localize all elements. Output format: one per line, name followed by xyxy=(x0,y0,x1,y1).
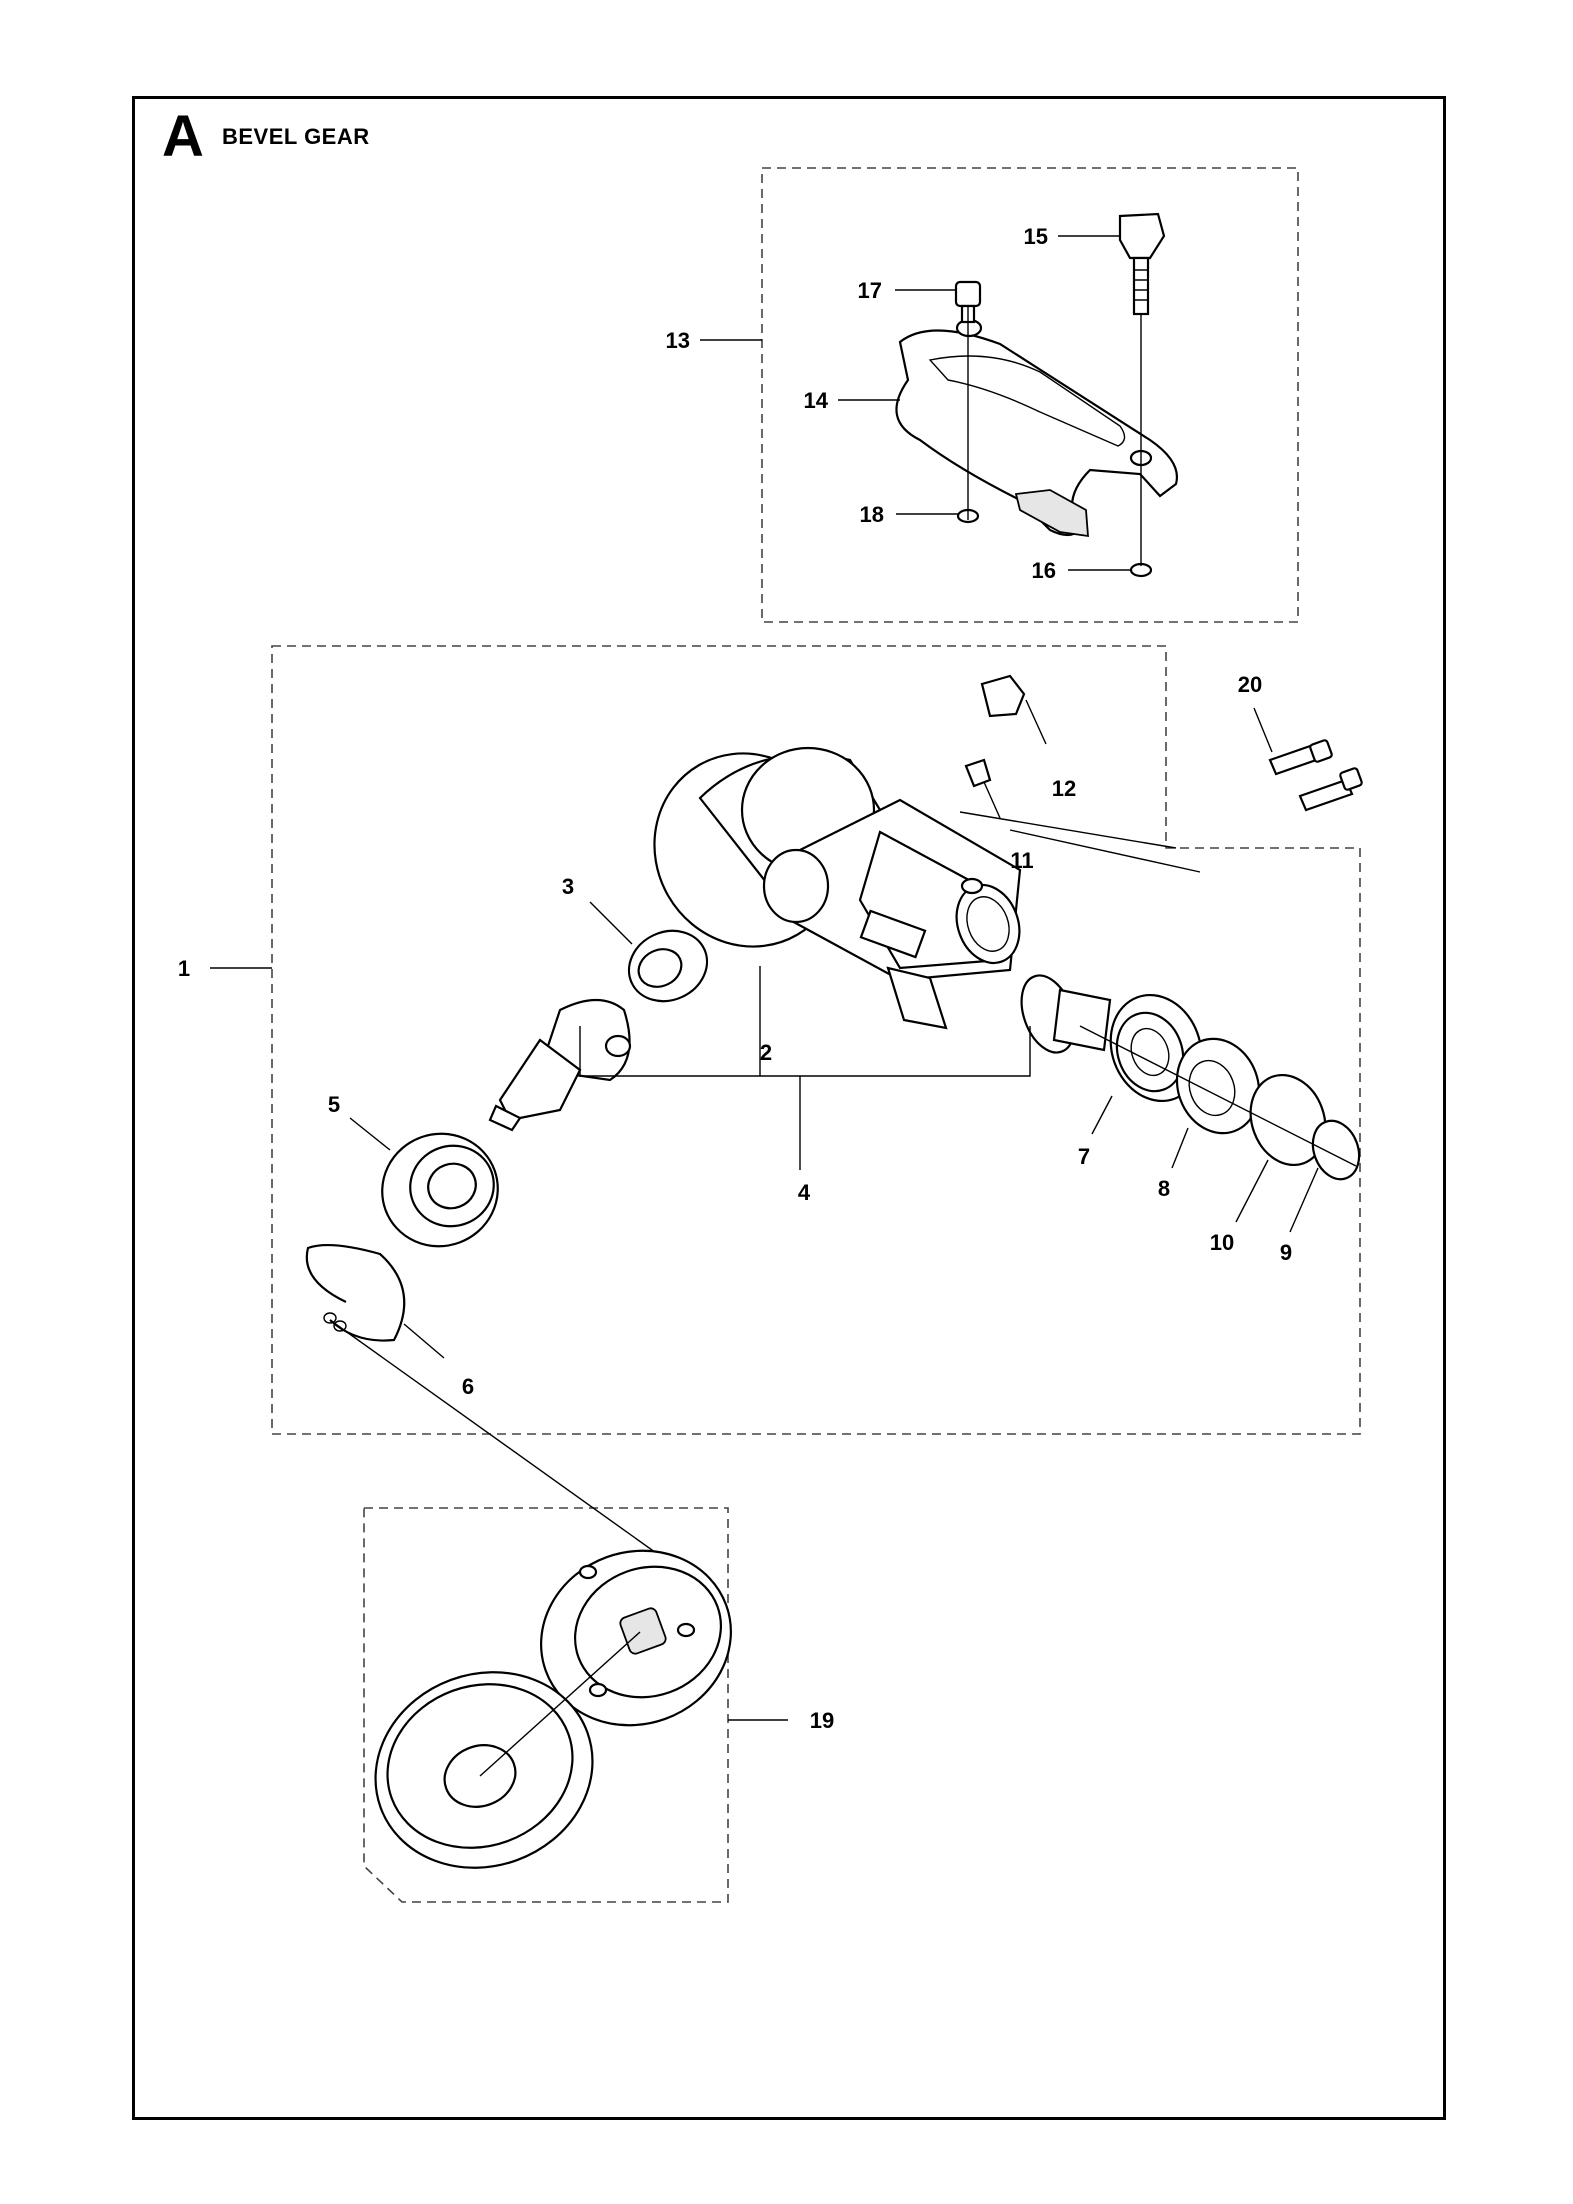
callout-18: 18 xyxy=(860,502,884,527)
callout-12: 12 xyxy=(1052,776,1076,801)
screw-15 xyxy=(1118,212,1166,316)
callout-8: 8 xyxy=(1158,1176,1170,1201)
assembly-axis-lines xyxy=(967,306,1142,566)
circlip-9 xyxy=(1311,1119,1361,1181)
shaft-drive xyxy=(1020,974,1112,1054)
callout-14: 14 xyxy=(804,388,829,413)
callout-17: 17 xyxy=(858,278,882,303)
circlip-6 xyxy=(305,1244,406,1342)
callout-15: 15 xyxy=(1024,224,1048,249)
group-box-19 xyxy=(363,1507,729,1903)
bevel-gear-pinion-4 xyxy=(488,999,632,1132)
bearing-7 xyxy=(1109,993,1203,1103)
gear-housing-2 xyxy=(653,746,1022,1030)
callout-7: 7 xyxy=(1078,1144,1090,1169)
callout-20: 20 xyxy=(1238,672,1262,697)
callout-4: 4 xyxy=(798,1180,811,1205)
section-letter: A xyxy=(162,104,204,169)
leader-lines xyxy=(210,235,1319,1721)
callout-2: 2 xyxy=(760,1040,772,1065)
pin-11 xyxy=(964,758,992,788)
callout-6: 6 xyxy=(462,1374,474,1399)
screw-20 xyxy=(1268,739,1363,812)
bearing-5 xyxy=(381,1132,499,1248)
callout-16: 16 xyxy=(1032,558,1056,583)
callout-10: 10 xyxy=(1210,1230,1234,1255)
section-title: BEVEL GEAR xyxy=(222,124,370,149)
shield-bracket-14 xyxy=(895,318,1179,538)
callout-13: 13 xyxy=(666,328,690,353)
bearing-3 xyxy=(627,929,709,1003)
callout-9: 9 xyxy=(1280,1240,1292,1265)
circlip-10 xyxy=(1249,1073,1327,1167)
callout-3: 3 xyxy=(562,874,574,899)
assembly-axis-lines-2 xyxy=(329,811,1357,1571)
group-box-1 xyxy=(271,645,1361,1435)
flange-19 xyxy=(374,1549,732,1869)
callout-1: 1 xyxy=(178,956,190,981)
callout-5: 5 xyxy=(328,1092,340,1117)
callout-19: 19 xyxy=(810,1708,834,1733)
seal-8 xyxy=(1175,1037,1261,1135)
plug-12 xyxy=(980,674,1026,718)
callout-11: 11 xyxy=(1010,848,1033,873)
callout-labels: 13 14 17 15 18 16 20 12 11 3 1 2 5 4 7 8… xyxy=(178,224,1292,1733)
page-frame xyxy=(132,96,1446,2120)
